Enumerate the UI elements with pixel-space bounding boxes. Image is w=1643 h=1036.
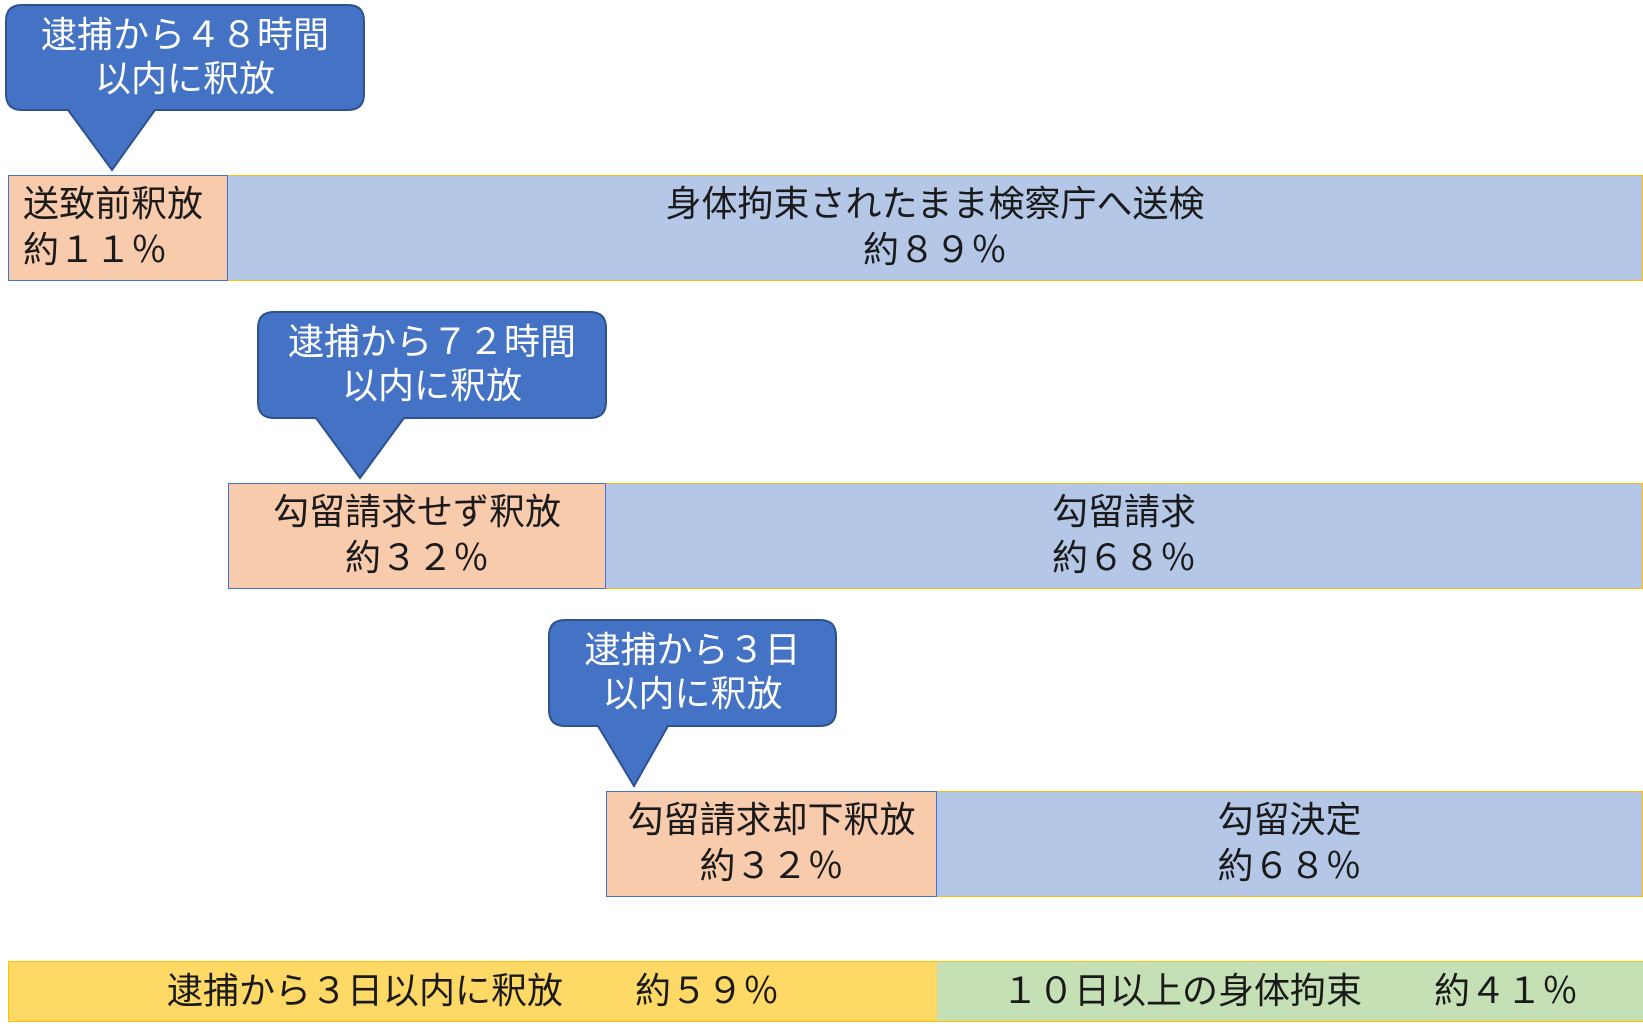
stage2-released-pct: 約３２％ <box>344 538 489 579</box>
callout-48h-line1: 逮捕から４８時間 <box>40 14 329 56</box>
summary-released-text: 逮捕から３日以内に釈放 約５９％ <box>166 970 779 1012</box>
stage1-continued-label: 身体拘束されたまま検察庁へ送検 <box>665 184 1205 225</box>
callout-72h: 逮捕から７２時間 以内に釈放 <box>258 312 606 418</box>
summary-detained-box: １０日以上の身体拘束 約４１％ <box>937 961 1643 1022</box>
stage2-released-label: 勾留請求せず釈放 <box>272 492 561 533</box>
callout-3d-line1: 逮捕から３日 <box>584 630 801 671</box>
stage2-continued-label: 勾留請求 <box>1051 492 1196 533</box>
summary-released-box: 逮捕から３日以内に釈放 約５９％ <box>8 961 937 1022</box>
stage3-released-label: 勾留請求却下釈放 <box>627 800 916 841</box>
stage1-released-label: 送致前釈放 <box>23 184 204 225</box>
stage2-continued-box: 勾留請求 約６８％ <box>606 483 1643 589</box>
stage3-continued-box: 勾留決定 約６８％ <box>937 791 1643 897</box>
stage1-released-box: 送致前釈放 約１１％ <box>8 175 228 281</box>
stage1-released-pct: 約１１％ <box>23 230 168 271</box>
callout-48h: 逮捕から４８時間 以内に釈放 <box>6 5 364 110</box>
stage2-released-box: 勾留請求せず釈放 約３２％ <box>228 483 606 589</box>
callout-72h-line1: 逮捕から７２時間 <box>287 322 576 363</box>
stage3-released-pct: 約３２％ <box>699 846 844 887</box>
stage3-released-box: 勾留請求却下釈放 約３２％ <box>606 791 937 897</box>
callout-3d: 逮捕から３日 以内に釈放 <box>549 620 836 726</box>
stage1-continued-box: 身体拘束されたまま検察庁へ送検 約８９％ <box>228 175 1643 281</box>
callout-3d-line2: 以内に釈放 <box>602 674 783 715</box>
summary-detained-text: １０日以上の身体拘束 約４１％ <box>1001 970 1578 1012</box>
stage1-continued-pct: 約８９％ <box>862 230 1007 271</box>
stage3-continued-label: 勾留決定 <box>1217 800 1362 841</box>
callout-48h-line2: 以内に釈放 <box>94 58 275 100</box>
callout-72h-line2: 以内に釈放 <box>341 366 522 407</box>
stage3-continued-pct: 約６８％ <box>1217 846 1362 887</box>
stage2-continued-pct: 約６８％ <box>1051 538 1196 579</box>
